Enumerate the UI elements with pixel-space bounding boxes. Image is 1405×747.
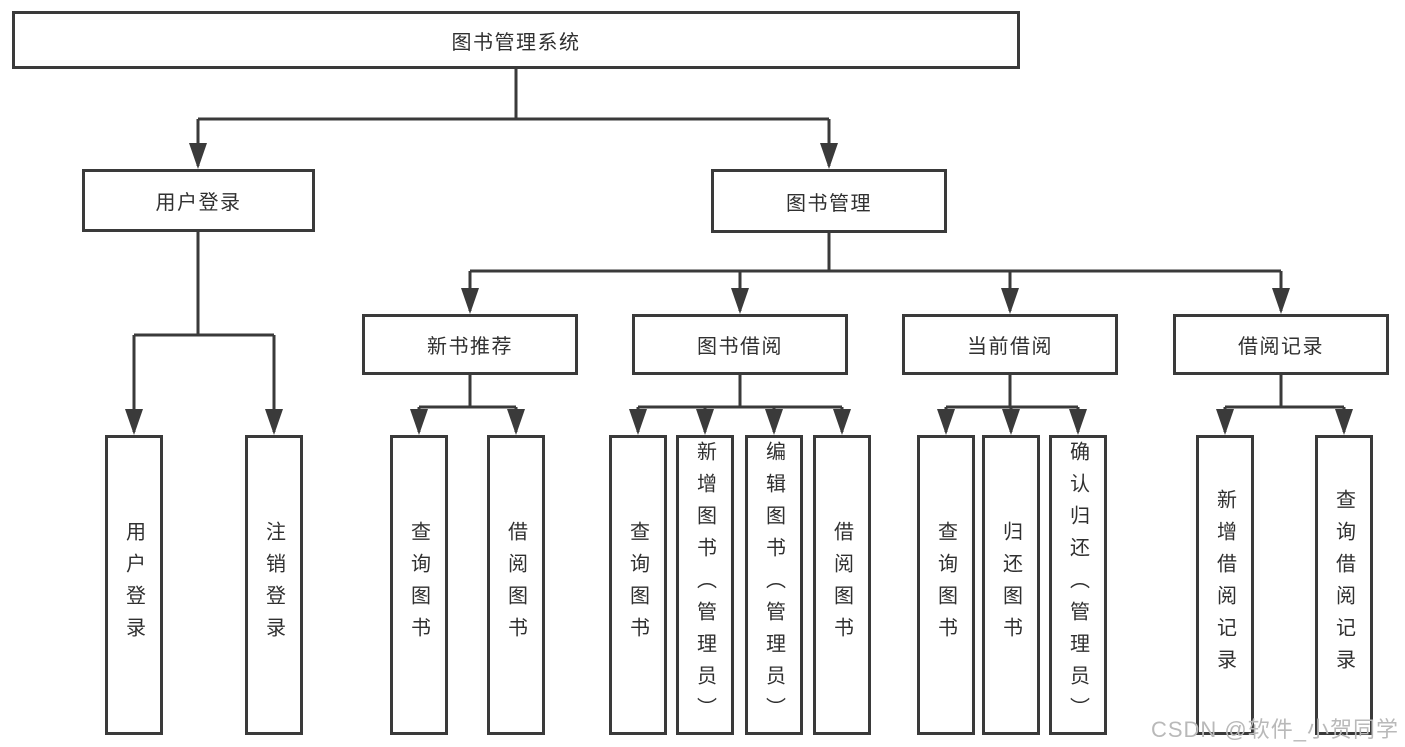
node-user-login: 用户登录 [82, 169, 315, 232]
csdn-watermark: CSDN @软件_小贺同学 [1150, 717, 1399, 742]
node-root: 图书管理系统 [12, 11, 1020, 69]
connector-bookborrow-to-leaves [636, 375, 844, 432]
arrowhead [125, 409, 143, 435]
leaf-add-book-admin: 新增图书（管理员） [676, 435, 734, 735]
arrowhead [820, 143, 838, 169]
leaf-query-borrow-record: 查询借阅记录 [1315, 435, 1373, 735]
arrowhead [507, 409, 525, 435]
connector-borrowrecords-to-leaves [1223, 375, 1346, 432]
leaf-query-book-current: 查询图书 [917, 435, 975, 735]
arrowhead [937, 409, 955, 435]
leaf-return-book: 归还图书 [982, 435, 1040, 735]
arrowhead [1001, 288, 1019, 314]
leaf-user-login: 用户登录 [105, 435, 163, 735]
arrowhead [461, 288, 479, 314]
connector-newbook-to-leaves [417, 375, 518, 432]
leaf-query-book-recommend: 查询图书 [390, 435, 448, 735]
leaf-logout: 注销登录 [245, 435, 303, 735]
connector-bookmgmt-to-level3 [468, 233, 1283, 311]
leaf-borrow-book: 借阅图书 [813, 435, 871, 735]
arrowhead [1216, 409, 1234, 435]
arrowhead [731, 288, 749, 314]
arrowhead [1069, 409, 1087, 435]
arrowhead [189, 143, 207, 169]
leaf-add-borrow-record: 新增借阅记录 [1196, 435, 1254, 735]
arrowhead [1335, 409, 1353, 435]
connector-root-to-level2 [196, 69, 831, 166]
node-new-book-recommend: 新书推荐 [362, 314, 578, 375]
node-borrow-records: 借阅记录 [1173, 314, 1389, 375]
arrowhead [765, 409, 783, 435]
connector-userlogin-to-leaves [132, 232, 276, 432]
leaf-borrow-book-recommend: 借阅图书 [487, 435, 545, 735]
arrowhead [629, 409, 647, 435]
arrowhead [696, 409, 714, 435]
node-book-borrow: 图书借阅 [632, 314, 848, 375]
arrowhead [1002, 409, 1020, 435]
arrowhead [1272, 288, 1290, 314]
arrowhead [410, 409, 428, 435]
leaf-query-book-borrow: 查询图书 [609, 435, 667, 735]
arrowhead [833, 409, 851, 435]
leaf-edit-book-admin: 编辑图书（管理员） [745, 435, 803, 735]
node-current-borrow: 当前借阅 [902, 314, 1118, 375]
arrowhead [265, 409, 283, 435]
node-book-management: 图书管理 [711, 169, 947, 233]
leaf-confirm-return-admin: 确认归还（管理员） [1049, 435, 1107, 735]
